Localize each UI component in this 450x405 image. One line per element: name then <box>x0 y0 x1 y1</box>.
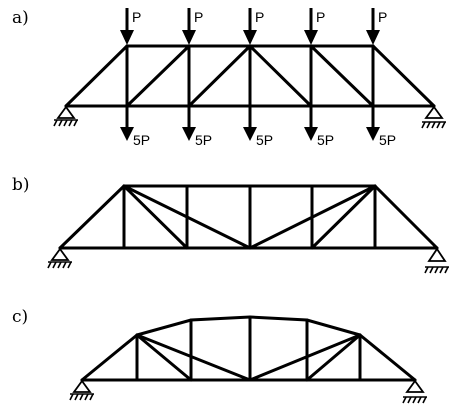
top-load-label: P <box>194 9 203 25</box>
bottom-load-label: 5P <box>256 132 273 148</box>
pin-support-icon <box>69 379 94 401</box>
truss-c-diagonal-3 <box>248 333 362 382</box>
panel-label-b: b) <box>12 175 30 195</box>
top-load-label: P <box>378 9 387 25</box>
roller-support-icon <box>424 247 449 274</box>
truss-c-diagonal-1 <box>135 333 193 382</box>
truss-b-diagonal-4 <box>310 184 377 250</box>
truss-b-members <box>58 184 439 250</box>
roller-support-icon <box>402 379 427 404</box>
truss-a-right-end-post <box>371 44 436 108</box>
truss-b-diagonal-2 <box>122 184 252 250</box>
bottom-load-label: 5P <box>317 132 334 148</box>
truss-c-right-end-post <box>358 333 417 382</box>
panel-c: c) <box>12 307 427 404</box>
truss-a-diagonal-2 <box>187 44 252 108</box>
truss-b-left-end-post <box>58 184 126 250</box>
truss-a-members <box>64 44 436 108</box>
truss-b-diagonal-1 <box>122 184 189 250</box>
truss-a-left-end-post <box>64 44 129 108</box>
load-arrow-icon <box>304 106 318 141</box>
top-load-label: P <box>132 9 141 25</box>
roller-support-icon <box>421 105 446 129</box>
load-arrow-icon <box>366 8 380 45</box>
load-arrow-icon <box>182 8 196 45</box>
load-arrow-icon <box>366 106 380 141</box>
top-load-label: P <box>316 9 325 25</box>
bottom-loads: 5P 5P 5P 5P 5P <box>120 106 396 148</box>
truss-c-members <box>80 315 417 382</box>
panel-label-a: a) <box>12 8 29 28</box>
truss-c-diagonal-4 <box>305 333 362 382</box>
truss-a-diagonal-1 <box>125 44 191 108</box>
load-arrow-icon <box>120 8 134 45</box>
panel-b: b) <box>12 175 449 274</box>
bottom-load-label: 5P <box>195 132 212 148</box>
truss-c-diagonal-2 <box>135 333 252 382</box>
truss-a-diagonal-4 <box>309 44 375 108</box>
bottom-load-label: 5P <box>133 132 150 148</box>
top-loads: P P P P P <box>120 8 387 45</box>
pin-support-icon <box>47 247 72 269</box>
panel-a: a) <box>12 8 446 148</box>
bottom-load-label: 5P <box>379 132 396 148</box>
panel-label-c: c) <box>12 307 28 327</box>
truss-b-diagonal-3 <box>248 184 377 250</box>
load-arrow-icon <box>304 8 318 45</box>
load-arrow-icon <box>182 106 196 141</box>
truss-a-diagonal-3 <box>248 44 313 108</box>
truss-b-right-end-post <box>373 184 439 250</box>
pin-support-icon <box>53 105 78 127</box>
truss-c-left-end-post <box>80 333 139 382</box>
load-arrow-icon <box>243 106 257 141</box>
load-arrow-icon <box>243 8 257 45</box>
top-load-label: P <box>255 9 264 25</box>
load-arrow-icon <box>120 106 134 141</box>
